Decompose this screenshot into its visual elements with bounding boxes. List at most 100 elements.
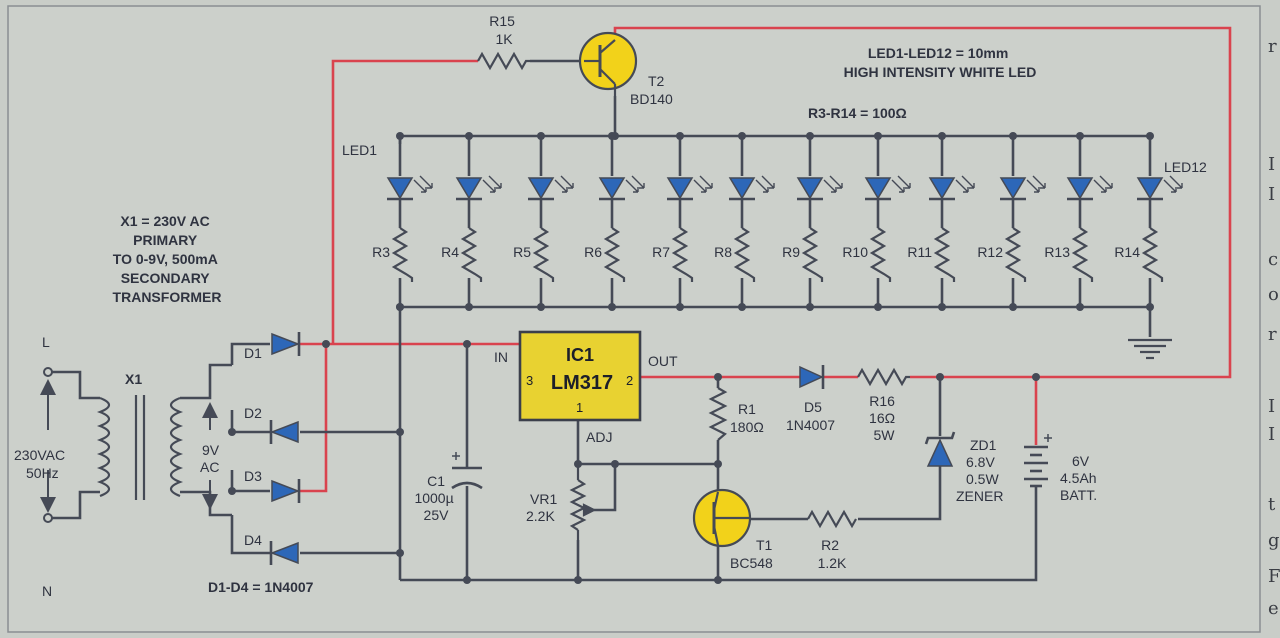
ic1-out-label: OUT xyxy=(648,353,678,369)
led1-label: LED1 xyxy=(342,142,377,158)
led-column-3: R5 xyxy=(513,132,574,311)
light-arrow-icon xyxy=(1026,179,1040,193)
input-l-label: L xyxy=(42,334,50,350)
led-column-11: R13 xyxy=(1044,132,1113,311)
led-note: LED1-LED12 = 10mm HIGH INTENSITY WHITE L… xyxy=(844,45,1037,80)
light-arrow-icon xyxy=(488,175,502,189)
resistor-label-r14: R14 xyxy=(1114,244,1140,260)
ic1-pin3: 3 xyxy=(526,373,533,388)
diodes-note: D1-D4 = 1N4007 xyxy=(208,579,314,595)
light-arrow-icon xyxy=(699,175,713,189)
led-column-8: R10 xyxy=(842,132,911,311)
led-5-icon xyxy=(666,177,694,200)
diode-d1 xyxy=(271,332,301,356)
zd1-label: ZD1 6.8V 0.5W ZENER xyxy=(956,437,1003,504)
d4-label: D4 xyxy=(244,532,262,548)
resistor-label-r12: R12 xyxy=(977,244,1003,260)
light-arrow-icon xyxy=(1032,175,1046,189)
vr1-label: VR1 2.2K xyxy=(526,491,561,524)
led-column-6: R8 xyxy=(714,132,775,311)
d1-label: D1 xyxy=(244,345,262,361)
light-arrow-icon xyxy=(1163,179,1177,193)
resistor-label-r13: R13 xyxy=(1044,244,1070,260)
resistor-label-r5: R5 xyxy=(513,244,531,260)
light-arrow-icon xyxy=(482,179,496,193)
light-arrow-icon xyxy=(560,175,574,189)
resistor-r4-icon xyxy=(460,227,483,282)
light-arrow-icon xyxy=(823,179,837,193)
edge-letter: g xyxy=(1268,530,1280,551)
resistor-label-r8: R8 xyxy=(714,244,732,260)
r16-label: R16 16Ω 5W xyxy=(869,393,899,443)
edge-letter: e xyxy=(1268,598,1279,619)
edge-letter: I xyxy=(1268,424,1275,445)
resistor-note: R3-R14 = 100Ω xyxy=(808,105,907,121)
led-column-4: R6 xyxy=(584,132,645,311)
led-2-icon xyxy=(455,177,483,200)
resistor-label-r9: R9 xyxy=(782,244,800,260)
r1-label: R1 180Ω xyxy=(730,401,764,435)
light-arrow-icon xyxy=(693,179,707,193)
resistor-r2 xyxy=(807,509,857,529)
edge-letter: F xyxy=(1268,566,1280,587)
diode-d5 xyxy=(799,365,825,389)
diode-d2 xyxy=(269,420,299,444)
secondary-voltage-label: 9V AC xyxy=(200,442,223,475)
led-1-icon xyxy=(386,177,414,200)
edge-letter: I xyxy=(1268,154,1275,175)
light-arrow-icon xyxy=(761,175,775,189)
regulator-ic1: IC1 LM317 3 2 1 xyxy=(518,330,642,422)
led-8-icon xyxy=(864,177,892,200)
light-arrow-icon xyxy=(755,179,769,193)
battery xyxy=(1024,434,1052,488)
edge-letter: I xyxy=(1268,184,1275,205)
light-arrow-icon xyxy=(829,175,843,189)
led-12-icon xyxy=(1136,177,1164,200)
light-arrow-icon xyxy=(955,179,969,193)
light-arrow-icon xyxy=(1099,175,1113,189)
ic1-pin1: 1 xyxy=(576,400,583,415)
ic1-adj-label: ADJ xyxy=(586,429,612,445)
capacitor-c1 xyxy=(451,452,483,490)
battery-label: 6V 4.5Ah BATT. xyxy=(1060,453,1100,503)
ac-input-terminals xyxy=(43,367,53,523)
potentiometer-vr1 xyxy=(569,464,597,540)
resistor-r7-icon xyxy=(671,227,694,282)
input-voltage-label: 230VAC 50Hz xyxy=(14,447,69,481)
led-4-icon xyxy=(598,177,626,200)
led-column-10: R12 xyxy=(977,132,1046,311)
led-column-1: R3 xyxy=(372,132,433,311)
resistor-r13-icon xyxy=(1071,227,1094,282)
transformer-label: X1 xyxy=(125,371,142,387)
transistor-t2 xyxy=(578,31,638,96)
t2-label: T2 BD140 xyxy=(630,73,673,107)
light-arrow-icon xyxy=(1169,175,1183,189)
resistor-r11-icon xyxy=(933,227,956,282)
led12-label: LED12 xyxy=(1164,159,1207,175)
light-arrow-icon xyxy=(631,175,645,189)
resistor-label-r4: R4 xyxy=(441,244,459,260)
resistor-r15 xyxy=(477,51,530,71)
r15-label: R15 1K xyxy=(489,13,519,47)
light-arrow-icon xyxy=(897,175,911,189)
led-3-icon xyxy=(527,177,555,200)
resistor-label-r6: R6 xyxy=(584,244,602,260)
c1-label: C1 1000µ 25V xyxy=(414,473,457,523)
led-6-icon xyxy=(728,177,756,200)
edge-letter: r xyxy=(1268,324,1277,345)
edge-letter: o xyxy=(1268,284,1279,305)
resistor-r1 xyxy=(708,387,728,441)
ground-symbol xyxy=(1128,338,1172,360)
ic1-part: LM317 xyxy=(551,372,613,394)
resistor-r10-icon xyxy=(869,227,892,282)
ic1-in-label: IN xyxy=(494,349,508,365)
edge-letter: r xyxy=(1268,36,1277,57)
edge-letter: t xyxy=(1268,494,1276,515)
resistor-label-r7: R7 xyxy=(652,244,670,260)
resistor-r6-icon xyxy=(603,227,626,282)
diode-d3 xyxy=(271,479,301,503)
led-9-icon xyxy=(928,177,956,200)
resistor-r9-icon xyxy=(801,227,824,282)
led-7-icon xyxy=(796,177,824,200)
